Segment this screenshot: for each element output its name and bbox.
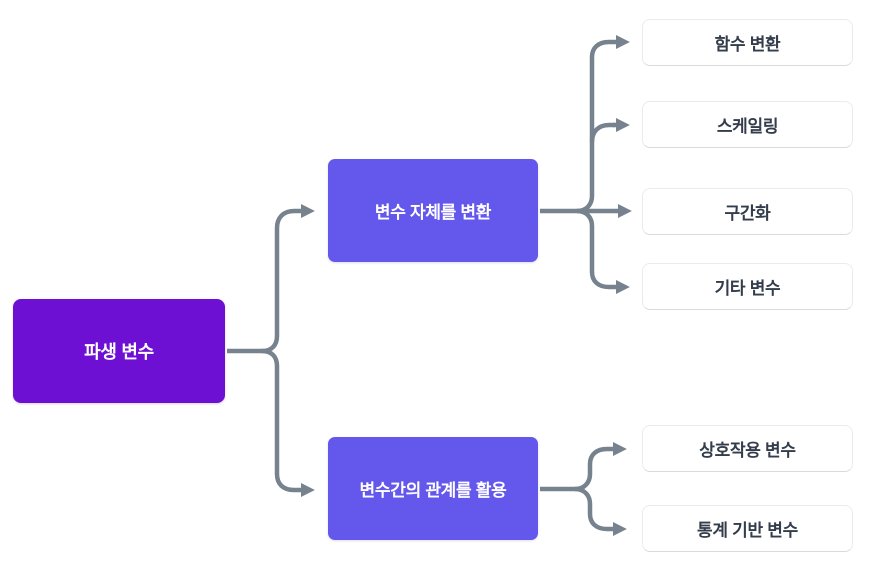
edge-root-to-branch2 [261,348,315,497]
edge-root-to-branch1 [261,204,315,354]
edge-branch1-to-leaf4 [576,208,630,294]
leaf-node-scaling: 스케일링 [642,101,853,148]
root-node-label: 파생 변수 [84,342,154,362]
leaf-node-label: 스케일링 [716,117,779,136]
leaf-node-binning: 구간화 [642,188,853,235]
edge-branch1-to-leaf2 [589,122,615,143]
branch-node-use-variable-relationships: 변수간의 관계를 활용 [328,437,538,540]
leaf-node-statistics-based-variables: 통계 기반 변수 [642,505,853,552]
leaf-node-interaction-variables: 상호작용 변수 [642,425,853,472]
leaf-node-label: 기타 변수 [714,279,781,298]
edge-branch2-to-leaf6 [574,486,627,536]
branch-node-label: 변수간의 관계를 활용 [359,481,507,500]
leaf-node-function-transform: 함수 변환 [642,19,853,66]
leaf-node-label: 함수 변환 [714,35,781,54]
root-node-derived-variables: 파생 변수 [13,299,225,403]
leaf-node-other-variables: 기타 변수 [642,263,853,310]
leaf-node-label: 구간화 [724,204,771,223]
edge-branch2-to-leaf5 [574,442,627,492]
branch-node-transform-variable-itself: 변수 자체를 변환 [328,159,538,262]
branch-node-label: 변수 자체를 변환 [374,203,492,222]
edge-branch1-to-leaf1 [576,35,630,214]
leaf-node-label: 통계 기반 변수 [697,521,798,540]
leaf-node-label: 상호작용 변수 [699,441,796,460]
